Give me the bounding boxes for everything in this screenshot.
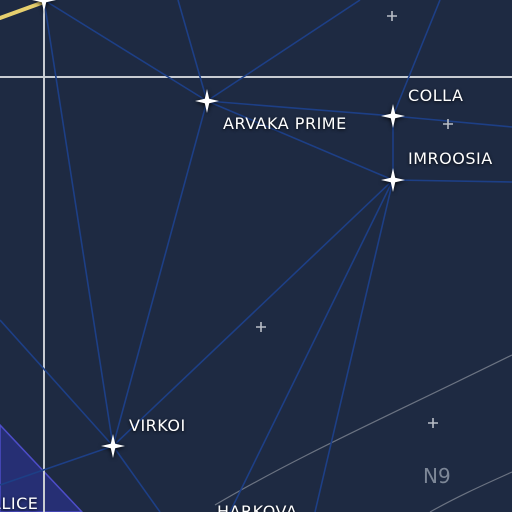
sector-label: N9 [423, 464, 451, 488]
map-marker-icon[interactable] [255, 321, 267, 333]
system-label-arvaka-prime[interactable]: ARVAKA PRIME [223, 114, 347, 133]
star-system-node-icon[interactable] [32, 0, 56, 12]
system-label-harkova[interactable]: HARKOVA [217, 502, 298, 512]
map-marker-icon[interactable] [427, 417, 439, 429]
star-system-imroosia-icon[interactable] [381, 168, 405, 192]
system-label-virkoi[interactable]: VIRKOI [129, 416, 186, 435]
contour-line [214, 354, 512, 506]
map-marker-icon[interactable] [442, 118, 454, 130]
system-label-colla[interactable]: COLLA [408, 86, 464, 105]
star-system-arvaka-prime-icon[interactable] [195, 89, 219, 113]
territory-region [0, 423, 84, 512]
star-system-colla-icon[interactable] [381, 104, 405, 128]
contour-line [429, 471, 512, 512]
map-marker-icon[interactable] [386, 10, 398, 22]
star-system-virkoi-icon[interactable] [101, 434, 125, 458]
system-label-imroosia[interactable]: IMROOSIA [408, 149, 493, 168]
travel-route [0, 0, 46, 20]
